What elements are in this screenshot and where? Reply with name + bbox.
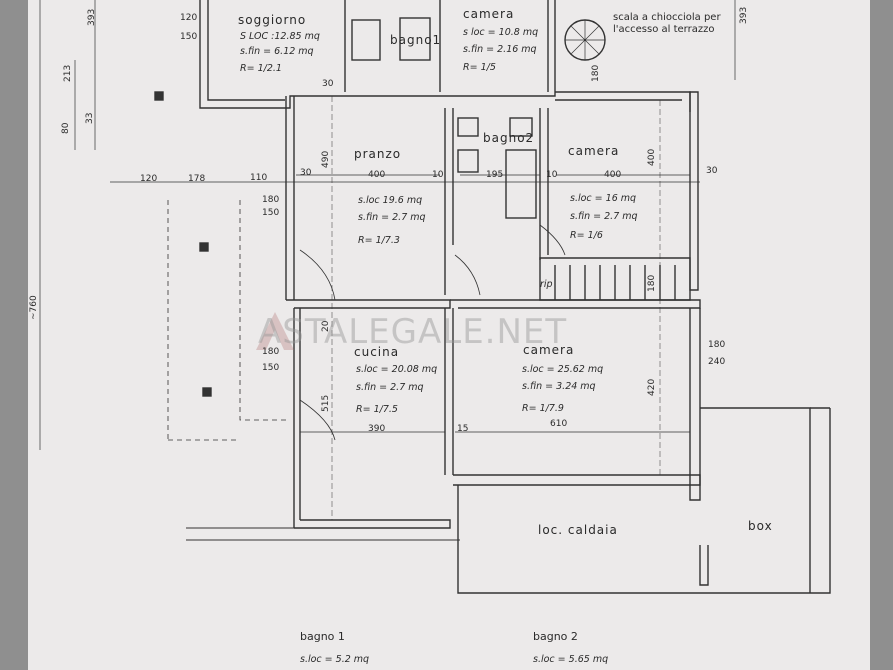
dim-label: 400 [368,170,386,180]
dim-label: 195 [486,170,504,180]
mid-wall [286,299,451,309]
soggiorno-r: R= 1/2.1 [240,63,282,74]
room-label-camera-top: camera [463,7,515,21]
cucina-r: R= 1/7.5 [356,404,398,415]
room-label-cucina: cucina [354,345,400,359]
room-label-bagno2: bagno2 [483,131,535,145]
footer-bagno2-sloc: s.loc = 5.65 mq [533,654,609,665]
cucina-east-wall [444,308,454,475]
dim-label: 393 [87,8,97,26]
soggiorno-sloc: S LOC :12.85 mq [240,31,320,42]
dim-label: 30 [300,168,312,178]
watermark-logo-icon [256,312,294,350]
camera-mid-sfin: s.fin = 2.7 mq [570,211,638,222]
dim-label: 15 [457,424,469,434]
bagno1-walls [344,0,441,92]
dim-label: 150 [180,32,198,42]
dim-label: 610 [550,419,568,429]
camera-mid-sloc: s.loc = 16 mq [570,193,637,204]
dim-label: 150 [262,208,280,218]
dim-label: 178 [188,174,206,184]
dim-label: 400 [647,148,657,166]
dim-label: 180 [262,195,280,205]
cucina-sloc: s.loc = 20.08 mq [356,364,438,375]
camera-big-sfin: s.fin = 3.24 mq [522,381,596,392]
room-label-soggiorno: soggiorno [238,13,307,27]
pranzo-sfin: s.fin = 2.7 mq [358,212,426,223]
dim-label: 213 [63,64,73,82]
note-rip: rip [540,279,553,290]
pranzo-r: R= 1/7.3 [358,235,400,246]
box-walls [457,407,831,594]
room-label-camera-mid: camera [568,144,620,158]
cucina-sfin: s.fin = 2.7 mq [356,382,424,393]
dim-label: 33 [85,112,95,124]
dim-label: 180 [708,340,726,350]
dim-label: 120 [180,13,198,23]
watermark: ASTALEGALE.NET [258,312,568,352]
camera-top-r: R= 1/5 [463,62,496,73]
west-wall [285,96,295,300]
footer-bagno2-title: bagno 2 [533,630,578,643]
footer-bagno1-sloc: s.loc = 5.2 mq [300,654,370,665]
dim-label: 390 [368,424,386,434]
room-label-pranzo: pranzo [354,147,402,161]
camera-mid-r: R= 1/6 [570,230,603,241]
soggiorno-sfin: s.fin = 6.12 mq [240,46,314,57]
dim-label: 515 [321,394,331,412]
room-label-bagno1: bagno1 [390,33,442,47]
dim-label: 80 [61,122,71,134]
stair-treads [554,265,676,300]
dim-label: 180 [591,64,601,82]
dim-label: 120 [140,174,158,184]
camera-top-sloc: s loc = 10.8 mq [463,27,539,38]
dim-label: 400 [604,170,622,180]
dim-label: 240 [708,357,726,367]
camera-top-sfin: s.fin = 2.16 mq [463,44,537,55]
dim-label: 20 [321,320,331,332]
note-spiral-stair: scala a chiocciola per l'accesso al terr… [613,12,721,35]
room-label-caldaia: loc. caldaia [538,523,618,537]
camera-big-r: R= 1/7.9 [522,403,564,414]
central-wall [444,108,454,295]
room-label-camera-big: camera [523,343,575,357]
dim-label: 490 [321,150,331,168]
room-label-box: box [748,519,773,533]
camera-big-sloc: s.loc = 25.62 mq [522,364,604,375]
pranzo-sloc: s.loc 19.6 mq [358,195,423,206]
cucina-west-wall [293,308,301,528]
dim-label: 10 [546,170,558,180]
dim-label: 30 [322,79,334,89]
dim-label: ~760 [29,295,39,320]
dim-label: 150 [262,363,280,373]
dim-label: 180 [262,347,280,357]
dim-label: 10 [432,170,444,180]
dim-label: 110 [250,173,268,183]
dim-label: 420 [647,378,657,396]
dim-label: 180 [647,274,657,292]
upper-wing-walls [199,0,556,109]
footer-bagno1-title: bagno 1 [300,630,345,643]
east-wall [689,91,699,291]
dim-label: 30 [706,166,718,176]
dim-label: 393 [739,6,749,24]
